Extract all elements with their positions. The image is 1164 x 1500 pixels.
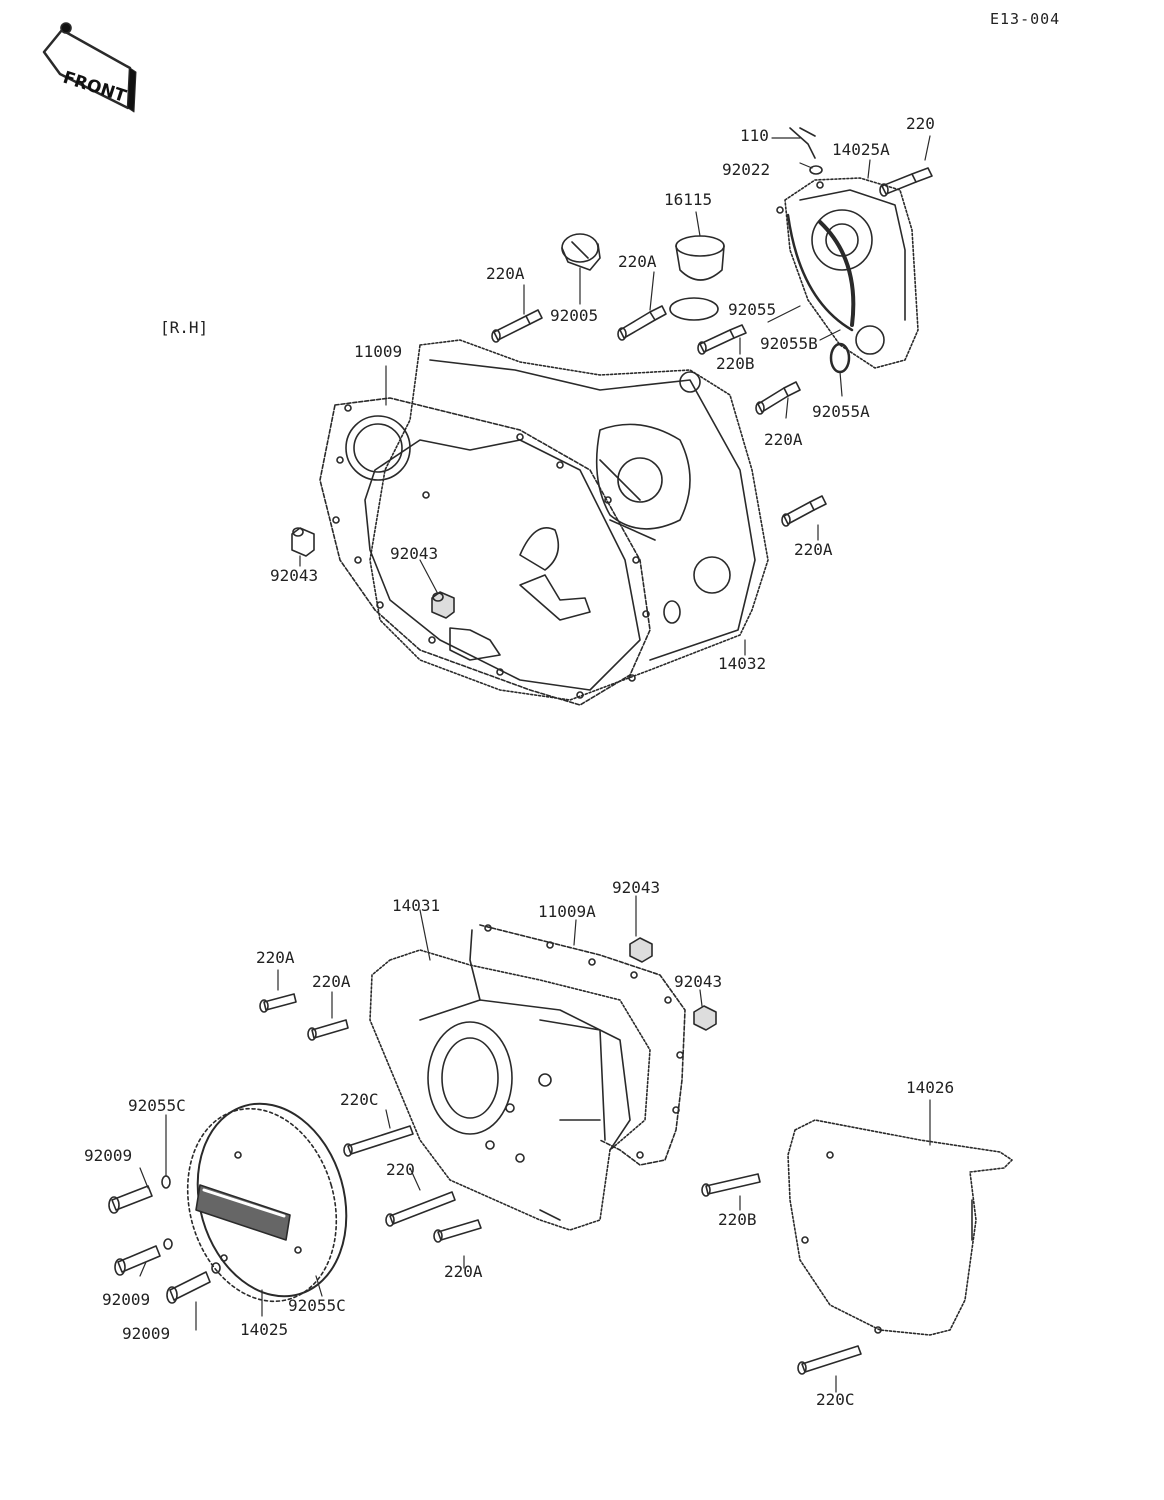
part-label-220A: 220A xyxy=(486,264,525,283)
part-label-220C: 220C xyxy=(340,1090,379,1109)
part-label-11009: 11009 xyxy=(354,342,403,361)
part-label-92043: 92043 xyxy=(270,566,319,585)
bolt-220A-upper-mid xyxy=(617,305,667,341)
dowel-pin-92043-lower-a xyxy=(629,937,653,963)
pump-cover-14025A xyxy=(776,177,919,369)
side-indicator: [R.H] xyxy=(160,318,209,337)
part-label-14032: 14032 xyxy=(718,654,767,673)
part-label-220A: 220A xyxy=(444,1262,483,1281)
part-label-220B: 220B xyxy=(718,1210,757,1229)
page-ref-code: E13-004 xyxy=(990,10,1061,28)
o-ring-92055A xyxy=(829,342,851,374)
part-label-220A: 220A xyxy=(312,972,351,991)
crankcase-cover-14032 xyxy=(369,339,769,701)
part-label-92043: 92043 xyxy=(674,972,723,991)
part-label-11009A: 11009A xyxy=(538,902,596,921)
bolt-220A-lower-c xyxy=(433,1219,482,1243)
part-label-92043: 92043 xyxy=(612,878,661,897)
part-label-220A: 220A xyxy=(256,948,295,967)
part-label-92009: 92009 xyxy=(102,1290,151,1309)
bolt-220A-upper-left xyxy=(491,309,543,343)
part-label-220A: 220A xyxy=(764,430,803,449)
oil-seal-92005 xyxy=(561,233,601,271)
part-label-110: 110 xyxy=(740,126,769,145)
side-cover-14026 xyxy=(787,1119,1013,1336)
bolt-220-top xyxy=(879,167,933,197)
part-label-220A: 220A xyxy=(618,252,657,271)
screw-92009-a xyxy=(108,1185,153,1214)
part-label-92043: 92043 xyxy=(390,544,439,563)
leader-lines-upper xyxy=(299,135,931,656)
leader-lines-lower xyxy=(139,895,931,1393)
washer-92022 xyxy=(809,165,823,175)
bolt-220C-lower-b xyxy=(797,1345,862,1375)
washer-92055C-b xyxy=(163,1238,173,1250)
gasket-11009A xyxy=(469,924,686,1166)
bolt-220A-lower-b xyxy=(307,1019,349,1041)
part-label-220: 220 xyxy=(906,114,935,133)
part-label-92009: 92009 xyxy=(122,1324,171,1343)
part-label-92005: 92005 xyxy=(550,306,599,325)
bolt-220A-lower-a xyxy=(259,993,297,1013)
part-label-220A: 220A xyxy=(794,540,833,559)
part-label-220B: 220B xyxy=(716,354,755,373)
washer-92055C-c xyxy=(211,1262,221,1274)
part-label-14026: 14026 xyxy=(906,1078,955,1097)
dowel-pin-92043-left xyxy=(291,527,315,557)
front-arrow-icon xyxy=(42,22,137,113)
bolt-220B-lower xyxy=(701,1173,761,1197)
part-label-14025A: 14025A xyxy=(832,140,890,159)
part-label-92055A: 92055A xyxy=(812,402,870,421)
oil-filter-16115 xyxy=(669,235,725,321)
screw-92009-c xyxy=(166,1271,211,1304)
dowel-pin-92043-lower-b xyxy=(693,1005,717,1031)
bolt-220A-lower-right xyxy=(781,495,827,527)
crankcase-cover-14031 xyxy=(369,949,651,1231)
part-label-220C: 220C xyxy=(816,1390,855,1409)
part-label-14031: 14031 xyxy=(392,896,441,915)
bolt-220A-upper-right xyxy=(755,381,801,415)
part-label-16115: 16115 xyxy=(664,190,713,209)
gasket-11009 xyxy=(319,397,651,706)
part-label-92055: 92055 xyxy=(728,300,777,319)
round-cover-14025 xyxy=(186,1102,348,1303)
part-label-14025: 14025 xyxy=(240,1320,289,1339)
washer-92055C-a xyxy=(161,1175,171,1189)
part-label-220: 220 xyxy=(386,1160,415,1179)
bolt-220C-lower xyxy=(343,1125,414,1157)
part-label-92009: 92009 xyxy=(84,1146,133,1165)
part-label-92055C: 92055C xyxy=(288,1296,346,1315)
part-label-92055C: 92055C xyxy=(128,1096,186,1115)
bolt-220-lower xyxy=(385,1191,456,1227)
part-label-92055B: 92055B xyxy=(760,334,818,353)
part-label-92022: 92022 xyxy=(722,160,771,179)
dowel-pin-92043-center xyxy=(431,591,455,619)
plug-110 xyxy=(789,127,816,159)
screw-92009-b xyxy=(114,1245,161,1276)
bolt-220B-upper xyxy=(697,324,747,355)
